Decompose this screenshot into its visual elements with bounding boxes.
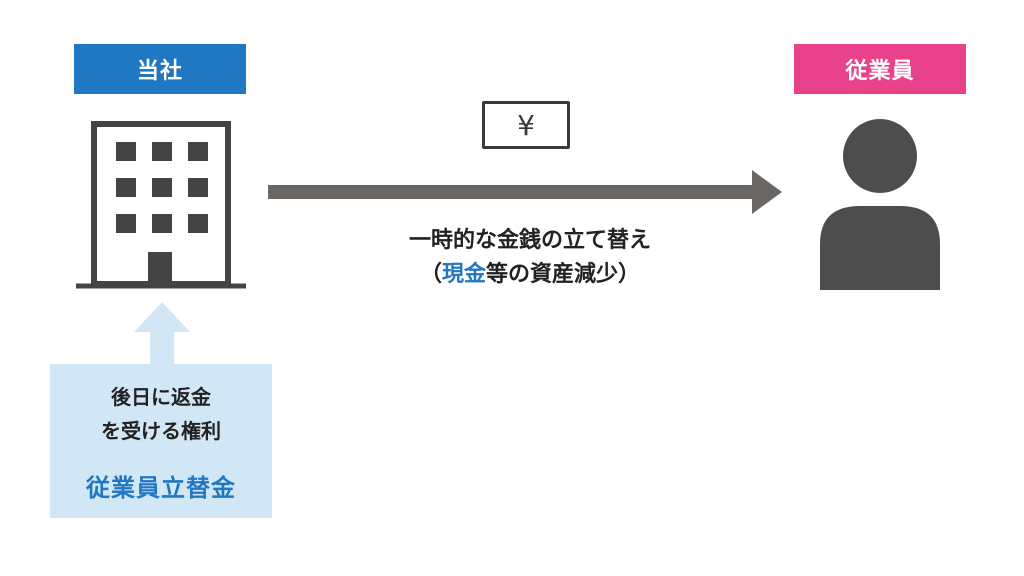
receivable-box	[50, 364, 272, 518]
transfer-line2: （現金等の資産減少）	[330, 258, 730, 292]
person-icon	[820, 119, 940, 290]
paren-open: （	[419, 262, 442, 287]
up-arrow	[134, 302, 190, 366]
transfer-caption: 一時的な金銭の立て替え （現金等の資産減少）	[330, 224, 730, 292]
yen-bill-icon: ¥	[482, 101, 570, 149]
company-label: 当社	[74, 44, 246, 94]
receivable-description: 後日に返金 を受ける権利	[50, 380, 272, 448]
employee-label: 従業員	[794, 44, 966, 94]
building-icon	[76, 121, 246, 289]
account-name: 従業員立替金	[86, 474, 236, 502]
receivable-line1: 後日に返金	[111, 385, 211, 409]
cash-highlight: 現金	[441, 262, 486, 287]
yen-symbol: ¥	[517, 108, 535, 142]
transfer-arrow	[268, 170, 782, 214]
receivable-line2: を受ける権利	[101, 419, 221, 443]
transfer-line2-rest: 等の資産減少）	[486, 262, 641, 287]
transfer-line1: 一時的な金銭の立て替え	[408, 228, 651, 253]
